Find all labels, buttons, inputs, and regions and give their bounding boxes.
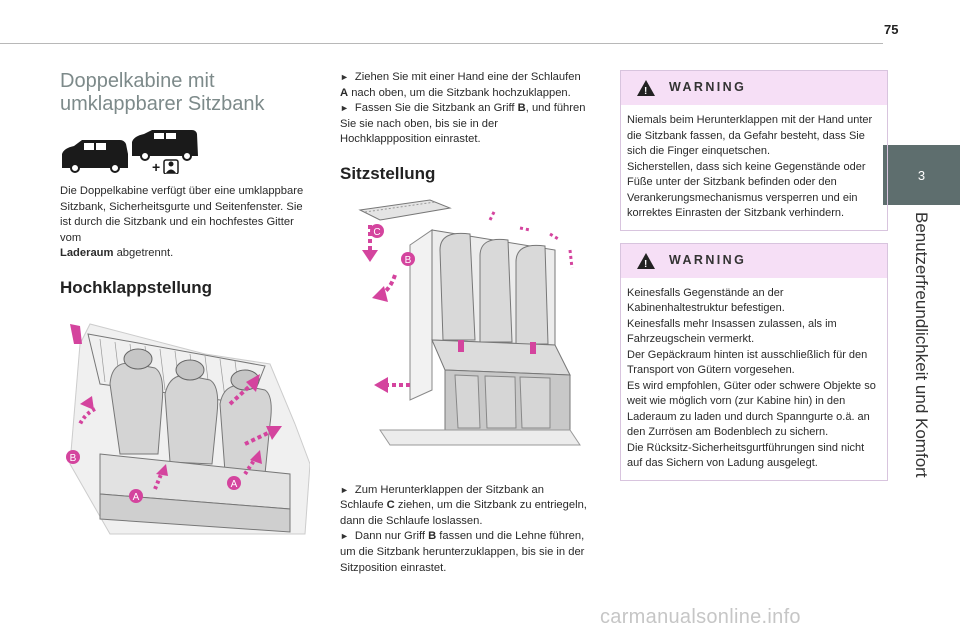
- label-c-text: C: [373, 227, 380, 238]
- label-b-text: B: [70, 453, 77, 464]
- warning-2-line-3: Der Gepäckraum hinten ist ausschließlich…: [627, 348, 868, 377]
- warning-body-2: Keinesfalls Gegenstände an der Kabinenha…: [621, 278, 887, 480]
- seat-backs-upright: [409, 228, 556, 401]
- label-a-left: A: [129, 488, 143, 503]
- step-3: Zum Herunterklappen der Sitzbank an Schl…: [340, 483, 588, 530]
- step-2-text: Fassen Sie die Sitzbank an Griff: [354, 102, 518, 115]
- intro-text: Die Doppelkabine verfügt über eine umkla…: [60, 185, 304, 244]
- right-column: WARNING Niemals beim Herunterklappen mit…: [620, 70, 888, 493]
- watermark: carmanualsonline.info: [600, 606, 801, 628]
- pink-arrows: [70, 323, 282, 490]
- warning-label-2: WARNING: [669, 252, 747, 267]
- warning-triangle-icon: [637, 252, 655, 272]
- plus-sign: +: [152, 159, 160, 174]
- step-4-text-end: fassen und die Lehne führen, um die Sitz…: [340, 530, 585, 574]
- intro-bold: Laderaum: [60, 247, 114, 260]
- label-b: B: [66, 449, 80, 464]
- step-1-bold: A: [340, 86, 349, 99]
- warning-1-line-2: Sicherstellen, dass sich keine Gegenstän…: [627, 160, 866, 220]
- step-2-bold: B: [517, 102, 526, 115]
- label-c: C: [370, 223, 384, 238]
- warning-2-line-2: Keinesfalls mehr Insassen zulassen, als …: [627, 317, 837, 346]
- warning-triangle-icon: [637, 80, 655, 100]
- van-short-icon: [62, 140, 128, 173]
- step-2-text-end: , und führen Sie sie nach oben, bis sie …: [340, 102, 586, 146]
- warning-header-1: WARNING: [621, 71, 887, 105]
- step-1-text-end: nach oben, um die Sitzbank hochzuklappen…: [348, 86, 571, 99]
- warning-box-2: WARNING Keinesfalls Gegenstände an der K…: [620, 242, 888, 481]
- seat-bench-lower: [431, 339, 571, 431]
- warning-label-1: WARNING: [669, 80, 747, 95]
- chapter-title: Benutzerfreundlichkeit und Komfort: [912, 212, 939, 632]
- warning-2-line-4: Es wird empfohlen, Güter oder schwere Ob…: [627, 379, 876, 439]
- intro-end: abgetrennt.: [113, 247, 174, 260]
- heading-sitzstellung: Sitzstellung: [340, 163, 436, 183]
- warning-2-line-5: Die Rücksitz-Sicherheitsgurtführungen si…: [627, 441, 865, 470]
- step-4-text: Dann nur Griff: [354, 530, 429, 543]
- chapter-number-box[interactable]: 3: [883, 145, 960, 205]
- headrests: [123, 348, 260, 391]
- warning-2-line-1: Keinesfalls Gegenstände an der Kabinenha…: [627, 286, 785, 315]
- warning-box-1: WARNING Niemals beim Herunterklappen mit…: [620, 70, 888, 231]
- warning-body-1: Niemals beim Herunterklappen mit der Han…: [621, 105, 887, 230]
- page-title: Doppelkabine mit umklappbarer Sitzbank: [60, 70, 310, 116]
- left-column: Doppelkabine mit umklappbarer Sitzbank +…: [60, 70, 310, 549]
- header-rule: [0, 43, 883, 44]
- fold-down-steps: Zum Herunterklappen der Sitzbank an Schl…: [340, 483, 588, 577]
- warning-header-2: WARNING: [621, 243, 887, 278]
- step-1-text: Ziehen Sie mit einer Hand eine der Schla…: [354, 71, 581, 83]
- page-title-line1: Doppelkabine mit: [60, 70, 215, 92]
- chapter-title-text: Benutzerfreundlichkeit und Komfort: [912, 212, 931, 478]
- label-b-text: B: [405, 255, 412, 266]
- step-3-text-end: ziehen, um die Sitzbank zu entriegeln, d…: [340, 499, 587, 527]
- step-3-text: Zum Herunterklappen der Sitzbank an Schl…: [340, 483, 544, 512]
- pink-arrows: [362, 208, 574, 393]
- fold-up-steps: Ziehen Sie mit einer Hand eine der Schla…: [340, 70, 588, 148]
- label-b: B: [401, 251, 415, 266]
- van-variant-icons: +: [62, 130, 198, 174]
- heading-hochklappstellung: Hochklappstellung: [60, 277, 213, 297]
- page-number: 75: [884, 22, 899, 37]
- step-3-bold: C: [386, 499, 395, 512]
- label-a-left-text: A: [133, 492, 140, 503]
- chapter-side-tab: 3 Benutzerfreundlichkeit und Komfort: [883, 0, 960, 640]
- figure-seat-down: C B: [358, 199, 581, 446]
- middle-column: Ziehen Sie mit einer Hand eine der Schla…: [340, 70, 588, 576]
- step-1: Ziehen Sie mit einer Hand eine der Schla…: [340, 70, 588, 101]
- passenger-seat-icon: [163, 159, 179, 174]
- warning-1-line-1: Niemals beim Herunterklappen mit der Han…: [627, 114, 873, 157]
- step-4: Dann nur Griff B fassen und die Lehne fü…: [340, 529, 588, 576]
- label-a-right: A: [227, 475, 241, 490]
- intro-paragraph: Die Doppelkabine verfügt über eine umkla…: [60, 184, 310, 262]
- van-long-icon: [132, 130, 198, 161]
- page-title-line2: umklappbarer Sitzbank: [60, 93, 265, 115]
- step-2: Fassen Sie die Sitzbank an Griff B, und …: [340, 101, 588, 148]
- figure-seat-folded-up: A A B: [66, 322, 310, 535]
- label-a-right-text: A: [231, 479, 238, 490]
- step-4-bold: B: [428, 530, 437, 543]
